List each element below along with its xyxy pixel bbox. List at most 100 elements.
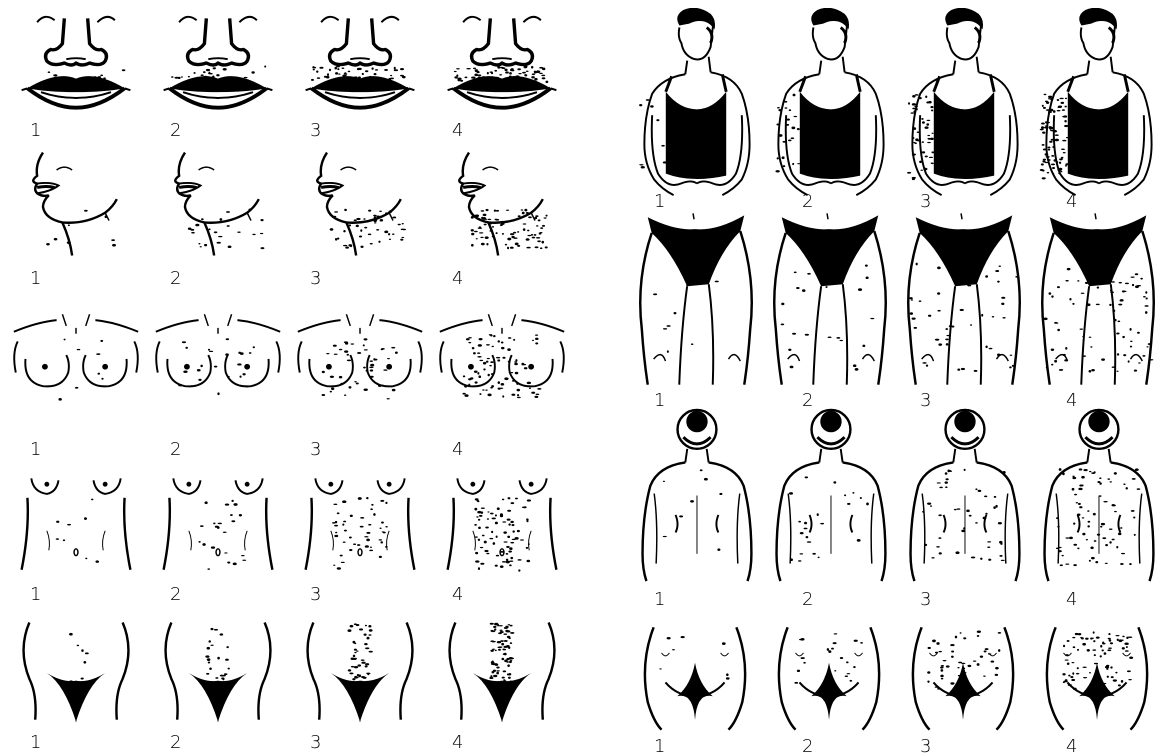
hair-stipple (345, 342, 348, 345)
hair-stipple (534, 78, 537, 81)
hair-stipple (520, 539, 524, 540)
hair-stipple (333, 504, 337, 505)
hair-stipple (496, 666, 499, 668)
hair-stipple (924, 544, 927, 546)
hair-stipple (1082, 533, 1085, 536)
hair-stipple (950, 682, 954, 684)
hair-stipple (1068, 675, 1070, 677)
hair-stipple (223, 68, 227, 71)
hair-stipple (212, 76, 214, 79)
hair-stipple (378, 241, 380, 243)
hair-stipple (491, 373, 494, 375)
upper-lip-illustration (22, 17, 131, 108)
hair-stipple (1009, 366, 1012, 368)
hair-stipple (1061, 148, 1065, 150)
hair-stipple (400, 68, 404, 70)
hair-stipple (524, 209, 527, 212)
hair-stipple (1129, 657, 1133, 660)
hair-stipple (997, 353, 1000, 356)
hair-stipple (357, 664, 361, 666)
hair-stipple (1015, 276, 1019, 278)
hair-stipple (1078, 633, 1082, 635)
hair-stipple (538, 219, 541, 221)
hair-stipple (311, 79, 314, 81)
hair-stipple (853, 666, 855, 668)
hair-stipple (1117, 353, 1119, 355)
hair-stipple (387, 398, 390, 399)
hair-stipple (1116, 333, 1119, 335)
hair-stipple (719, 493, 722, 495)
hair-stipple (1110, 666, 1112, 668)
hair-stipple (349, 537, 352, 539)
hair-stipple (211, 546, 215, 548)
hair-stipple (218, 523, 222, 525)
hair-stipple (988, 653, 991, 654)
hair-stipple (335, 238, 337, 241)
hair-stipple (957, 368, 960, 370)
hair-stipple (973, 660, 977, 661)
score-label: 4 (1066, 390, 1077, 411)
hair-stipple (333, 345, 337, 347)
hair-stipple (495, 650, 497, 652)
hair-stipple (344, 209, 347, 211)
upper-back-illustration (911, 410, 1020, 581)
hair-stipple (994, 496, 997, 498)
hair-stipple (1137, 285, 1141, 286)
hair-stipple (526, 247, 530, 249)
hair-stipple (963, 667, 966, 669)
hair-stipple (1089, 560, 1091, 562)
hair-stipple (798, 521, 801, 523)
hair-stipple (475, 381, 478, 383)
hair-stipple (81, 677, 84, 679)
hair-stipple (486, 209, 489, 211)
hair-stipple (844, 494, 846, 496)
hair-stipple (238, 352, 241, 354)
hair-stipple (504, 69, 507, 71)
hair-stipple (353, 655, 355, 658)
hair-stipple (912, 317, 916, 319)
hair-stipple (522, 506, 526, 508)
hair-stipple (337, 68, 339, 70)
hair-stipple (534, 71, 537, 74)
hair-stipple (870, 318, 874, 319)
hair-stipple (237, 363, 241, 365)
hair-stipple (515, 498, 518, 500)
hair-stipple (1051, 155, 1054, 157)
score-label: 3 (920, 589, 931, 610)
hair-stipple (385, 526, 387, 528)
score-label: 2 (802, 191, 813, 212)
hair-stipple (1104, 652, 1107, 655)
hair-stipple (985, 648, 989, 650)
hair-stipple (369, 360, 373, 362)
hair-stipple (350, 515, 353, 517)
hair-stipple (1001, 297, 1005, 299)
hair-stipple (999, 555, 1002, 557)
hair-stipple (362, 683, 364, 685)
hair-stipple (487, 394, 491, 397)
hair-stipple (1126, 646, 1128, 648)
hair-stipple (497, 624, 499, 626)
hair-stipple (1067, 640, 1070, 642)
hair-stipple (503, 670, 507, 672)
hair-stipple (1071, 662, 1074, 663)
hair-stipple (517, 231, 519, 233)
hair-stipple (927, 680, 929, 682)
hair-stipple (776, 124, 778, 126)
hair-stipple (369, 651, 373, 653)
hair-stipple (779, 134, 783, 137)
hair-stipple (907, 172, 911, 174)
hair-stipple (1061, 555, 1063, 556)
hair-stipple (210, 645, 213, 646)
hair-stipple (937, 482, 941, 483)
hair-stipple (342, 524, 344, 526)
score-label: 2 (802, 390, 813, 411)
hair-stipple (955, 636, 957, 639)
hair-stipple (213, 522, 215, 524)
hair-stipple (387, 358, 390, 359)
hair-stipple (503, 541, 507, 542)
hair-stipple (1056, 548, 1059, 549)
hair-stipple (246, 385, 250, 387)
hair-stipple (1096, 270, 1098, 272)
hair-stipple (537, 240, 541, 242)
hair-stipple (1145, 311, 1148, 314)
